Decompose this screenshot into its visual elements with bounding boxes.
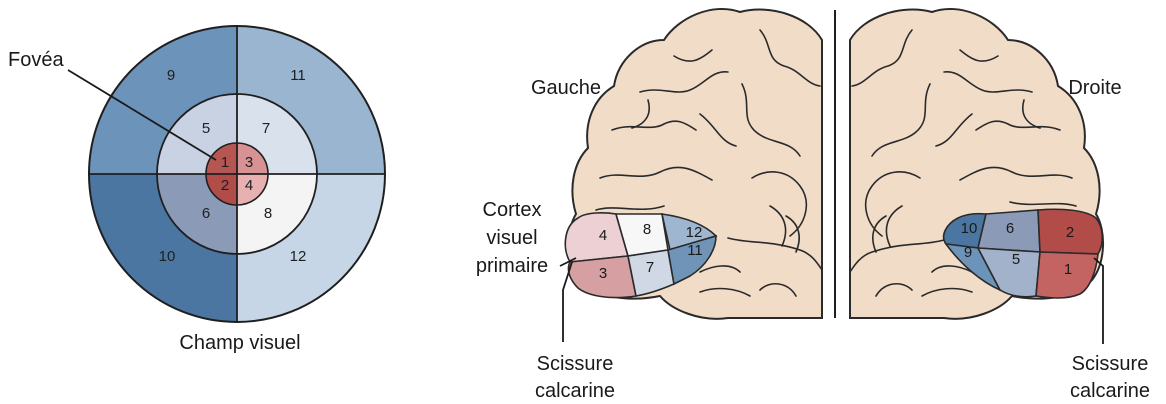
field-num-12: 12	[290, 248, 307, 265]
field-num-9: 9	[167, 67, 175, 84]
field-num-8: 8	[264, 205, 272, 222]
right-num-1: 1	[1064, 261, 1072, 278]
right-calcarine-line1: Scissure	[1072, 353, 1149, 375]
field-num-5: 5	[202, 120, 210, 137]
cortex-label-line2: visuel	[486, 227, 537, 249]
left-num-4: 4	[599, 227, 607, 244]
left-num-7: 7	[646, 259, 654, 276]
left-num-12: 12	[686, 224, 703, 241]
field-num-3: 3	[245, 154, 253, 171]
field-num-11: 11	[290, 67, 306, 84]
right-num-9: 9	[964, 244, 972, 261]
field-num-6: 6	[202, 205, 210, 222]
right-num-10: 10	[961, 220, 978, 237]
right-hemisphere-title: Droite	[1068, 77, 1121, 99]
left-num-11: 11	[687, 242, 703, 259]
field-num-1: 1	[221, 154, 229, 171]
right-hemisphere: 10 6 2 9 5 1 Droite Scissure calcarine	[850, 9, 1150, 402]
visual-field-diagram: 9 11 5 7 1 3 2 4 6 8 10 12 Fovéa Champ v…	[8, 26, 385, 354]
field-num-7: 7	[262, 120, 270, 137]
cortex-label-line1: Cortex	[483, 199, 542, 221]
left-calcarine-line2: calcarine	[535, 380, 615, 402]
left-hemisphere-title: Gauche	[531, 77, 601, 99]
cortex-label-line3: primaire	[476, 255, 548, 277]
right-calcarine-line2: calcarine	[1070, 380, 1150, 402]
right-num-5: 5	[1012, 251, 1020, 268]
visual-field-caption: Champ visuel	[179, 332, 300, 354]
left-num-3: 3	[599, 265, 607, 282]
left-calcarine-line1: Scissure	[537, 353, 614, 375]
field-num-2: 2	[221, 177, 229, 194]
left-num-8: 8	[643, 221, 651, 238]
fovea-label: Fovéa	[8, 49, 64, 71]
right-num-6: 6	[1006, 220, 1014, 237]
right-num-2: 2	[1066, 224, 1074, 241]
field-num-10: 10	[159, 248, 176, 265]
left-hemisphere: 4 8 12 3 7 11 Gauche Cortex visuel prima…	[476, 9, 822, 402]
field-num-4: 4	[245, 177, 253, 194]
